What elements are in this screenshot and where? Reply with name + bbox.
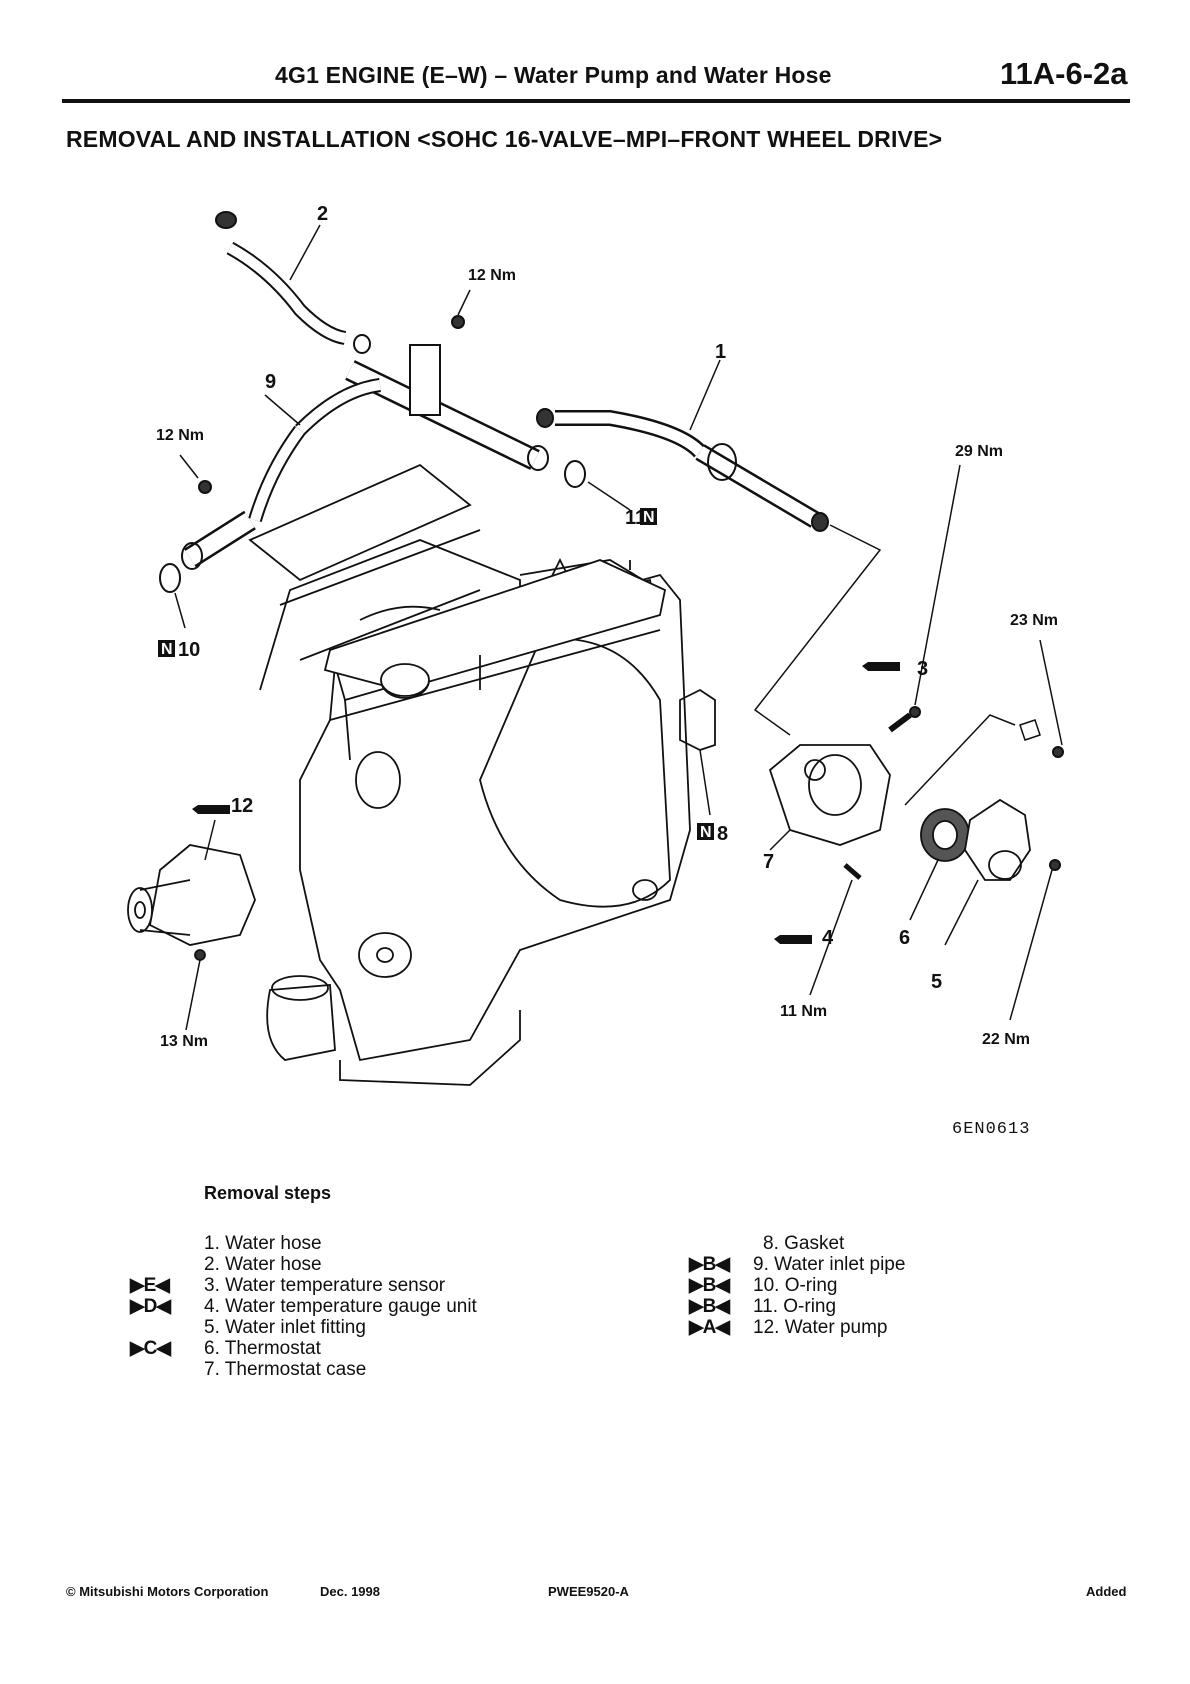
header-rule — [62, 99, 1130, 103]
water-pump-12 — [127, 819, 256, 1031]
gasket-8 — [679, 688, 716, 751]
n-mark-10: N — [161, 641, 173, 658]
service-mark: ▶A◀ — [689, 1317, 730, 1338]
water-inlet-pipe-9 — [181, 344, 549, 570]
torque-label: 11 Nm — [780, 1003, 827, 1020]
service-mark: ▶E◀ — [130, 1275, 170, 1296]
removal-step: 7. Thermostat case — [204, 1359, 367, 1380]
new-part-marker-icon — [158, 508, 714, 840]
sealant-tube-icon — [192, 662, 900, 944]
service-mark: ▶D◀ — [130, 1296, 171, 1317]
removal-step: 10. O-ring — [753, 1275, 838, 1296]
torque-label: 29 Nm — [955, 443, 1003, 460]
torque-label: 12 Nm — [156, 427, 204, 444]
torque-label: 12 Nm — [468, 267, 516, 284]
callout-7: 7 — [763, 851, 774, 873]
water-temperature-sensor-3 — [888, 464, 961, 733]
thermostat-case-7 — [768, 744, 891, 851]
engine-exploded-diagram: N N N 2 1 9 11 10 3 12 8 7 4 6 5 12 Nm 1… — [127, 203, 1064, 1139]
removal-step: 1. Water hose — [204, 1233, 322, 1254]
page-header-title: 4G1 ENGINE (E–W) – Water Pump and Water … — [275, 62, 832, 88]
bolt-icon — [198, 480, 212, 494]
torque-label: 13 Nm — [160, 1033, 208, 1050]
water-hose-1 — [536, 359, 829, 532]
section-title: REMOVAL AND INSTALLATION <SOHC 16-VALVE–… — [66, 126, 943, 152]
callout-2: 2 — [317, 203, 328, 225]
callout-6: 6 — [899, 927, 910, 949]
callout-8: 8 — [717, 823, 728, 845]
removal-steps-title: Removal steps — [204, 1183, 332, 1203]
removal-step: 5. Water inlet fitting — [204, 1317, 366, 1338]
engine-block — [248, 463, 691, 1086]
removal-step: 11. O-ring — [753, 1296, 837, 1317]
removal-step: 12. Water pump — [753, 1317, 888, 1338]
callout-9: 9 — [265, 371, 276, 393]
n-mark-11: N — [643, 509, 655, 526]
removal-step: 2. Water hose — [204, 1254, 322, 1275]
water-hose-2 — [215, 211, 371, 354]
removal-step: 8. Gasket — [763, 1233, 845, 1254]
page-number: 11A-6-2a — [1000, 56, 1128, 91]
removal-step: 9. Water inlet pipe — [753, 1254, 906, 1275]
water-temperature-gauge-unit-4 — [809, 863, 862, 996]
callout-1: 1 — [715, 341, 726, 363]
service-mark: ▶C◀ — [130, 1338, 171, 1359]
torque-label: 22 Nm — [982, 1031, 1030, 1048]
bolt-icon — [1052, 746, 1064, 758]
callout-11: 11 — [625, 507, 646, 529]
footer-copyright: © Mitsubishi Motors Corporation — [66, 1584, 269, 1599]
service-mark: ▶B◀ — [689, 1275, 730, 1296]
torque-label: 23 Nm — [1010, 612, 1058, 629]
thermostat-6 — [909, 808, 970, 921]
callout-5: 5 — [931, 971, 942, 993]
footer-date: Dec. 1998 — [320, 1584, 380, 1599]
service-mark: ▶B◀ — [689, 1296, 730, 1317]
o-ring-11 — [564, 460, 586, 488]
service-mark: ▶B◀ — [689, 1254, 730, 1275]
removal-step: 3. Water temperature sensor — [204, 1275, 446, 1296]
removal-step: 6. Thermostat — [204, 1338, 321, 1359]
water-inlet-fitting-5 — [944, 798, 1031, 946]
n-mark-8: N — [700, 824, 712, 841]
callout-10: 10 — [178, 639, 200, 661]
figure-code: 6EN0613 — [952, 1120, 1030, 1139]
bolt-icon — [451, 315, 465, 329]
callout-12: 12 — [231, 795, 253, 817]
bolt-icon — [1049, 859, 1061, 871]
footer-doc-code: PWEE9520-A — [548, 1584, 629, 1599]
callout-3: 3 — [917, 658, 928, 680]
removal-step: 4. Water temperature gauge unit — [204, 1296, 477, 1317]
footer-status: Added — [1086, 1584, 1127, 1599]
callout-4: 4 — [822, 927, 834, 949]
cylinder-head-cover — [323, 559, 667, 697]
o-ring-10 — [159, 563, 181, 593]
